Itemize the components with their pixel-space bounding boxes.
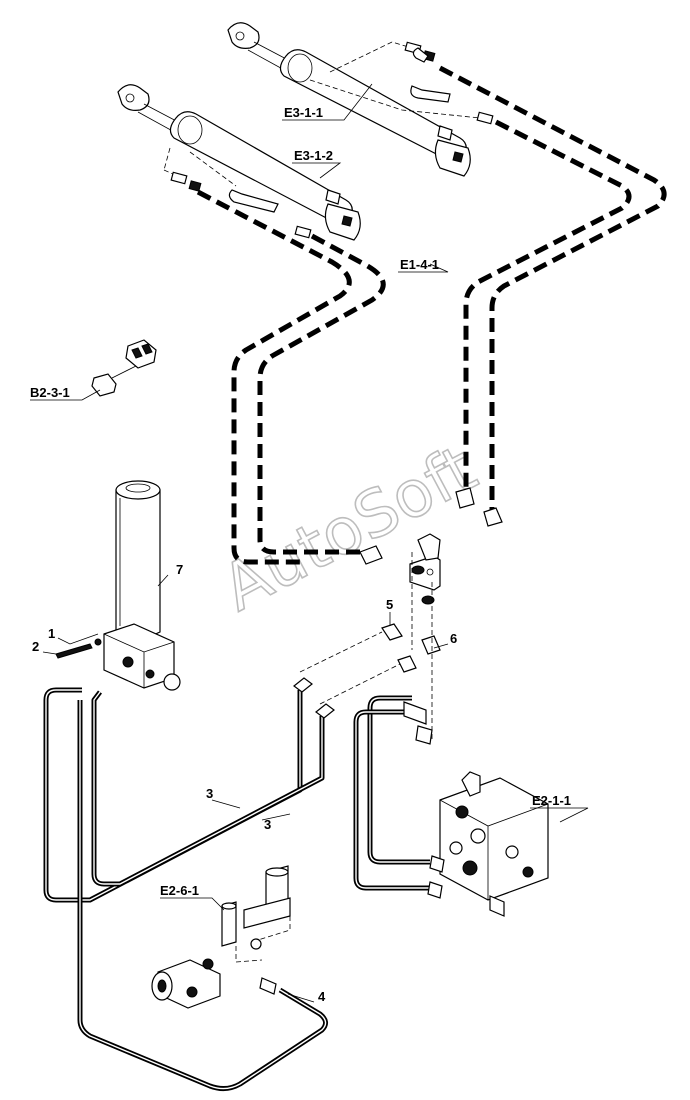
item-number-6: 6 (450, 631, 457, 646)
callout-b2-3-1: B2-3-1 (30, 385, 70, 400)
item-number-4: 4 (318, 989, 326, 1004)
callout-leaders (30, 83, 589, 1003)
item-number-3b: 3 (264, 817, 271, 832)
accumulator[interactable] (115, 480, 161, 639)
aux-valve[interactable] (151, 865, 291, 1009)
watermark: AutoSoft (211, 432, 488, 626)
control-valve[interactable] (427, 771, 549, 917)
item-number-5: 5 (386, 597, 393, 612)
cylinder-upper[interactable] (227, 22, 471, 177)
hose-4[interactable] (77, 700, 328, 1092)
callout-e2-6-1: E2-6-1 (160, 883, 199, 898)
hose-pair-valve[interactable] (353, 695, 433, 891)
item-number-7: 7 (176, 562, 183, 577)
valve-block[interactable] (55, 623, 181, 691)
callout-e3-1-2: E3-1-2 (294, 148, 333, 163)
callout-e2-1-1: E2-1-1 (532, 793, 571, 808)
small-fitting-b2-3-1[interactable] (91, 339, 157, 397)
item-number-2: 2 (32, 639, 39, 654)
callout-e3-1-1: E3-1-1 (284, 105, 323, 120)
bracket-fittings[interactable] (299, 487, 503, 740)
cylinder-lower[interactable] (117, 84, 361, 241)
hose-bundle-dashed[interactable] (196, 65, 667, 565)
hose-pair-3[interactable] (43, 677, 335, 903)
callout-e1-4-1: E1-4-1 (400, 257, 439, 272)
item-number-1: 1 (48, 626, 55, 641)
cylinder-fittings (163, 41, 494, 239)
item-number-3a: 3 (206, 786, 213, 801)
